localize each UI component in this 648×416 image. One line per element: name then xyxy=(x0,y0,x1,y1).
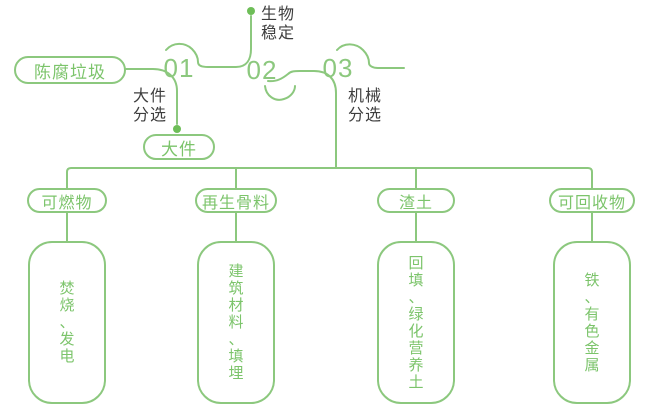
result-text-combustible: 焚烧、发电 xyxy=(59,280,75,365)
bulky-branch-dot xyxy=(173,125,181,133)
branch-label-slag: 渣土 xyxy=(398,194,433,212)
result-box-slag: 回填、绿化营养土 xyxy=(377,241,455,404)
branch-label-recyclable: 可回收物 xyxy=(557,194,626,212)
source-pill: 陈腐垃圾 xyxy=(14,56,126,84)
stage-label-bulky-sorting: 大件分选 xyxy=(133,88,168,124)
branch-pill-combustible: 可燃物 xyxy=(27,188,107,213)
flow-line-source-to-01 xyxy=(125,68,178,125)
branch-pill-recycled-aggregate: 再生骨料 xyxy=(195,188,277,213)
result-box-recyclable: 铁、有色金属 xyxy=(553,241,631,404)
stage-number-02: 02 xyxy=(246,55,278,85)
flow-line-03-out xyxy=(336,43,405,69)
bio-stabilization-dot xyxy=(247,7,255,15)
flow-line-01-to-02 xyxy=(165,15,252,68)
flow-line-02-to-03 xyxy=(267,70,337,169)
branch-tree-line xyxy=(66,167,593,189)
result-text-recyclable: 铁、有色金属 xyxy=(584,271,600,374)
result-text-slag: 回填、绿化营养土 xyxy=(408,254,424,391)
branch-label-combustible: 可燃物 xyxy=(41,194,93,212)
result-box-recycled-aggregate: 建筑材料、填埋 xyxy=(197,241,275,404)
result-text-recycled-aggregate: 建筑材料、填埋 xyxy=(228,263,244,382)
stage-label-bio-stabilization: 生物稳定 xyxy=(261,6,296,42)
stage-number-01: 01 xyxy=(163,53,195,83)
stage-label-mechanical-sorting: 机械分选 xyxy=(348,88,383,124)
branch-pill-recyclable: 可回收物 xyxy=(549,188,635,213)
bulky-item-pill: 大件 xyxy=(143,134,215,160)
arc-under-02 xyxy=(264,85,296,101)
result-box-combustible: 焚烧、发电 xyxy=(28,241,106,404)
bulky-item-label: 大件 xyxy=(161,139,197,159)
stage-number-03: 03 xyxy=(322,53,354,83)
branch-label-recycled-aggregate: 再生骨料 xyxy=(201,194,270,212)
branch-pill-slag: 渣土 xyxy=(377,188,455,213)
source-label: 陈腐垃圾 xyxy=(34,62,106,82)
